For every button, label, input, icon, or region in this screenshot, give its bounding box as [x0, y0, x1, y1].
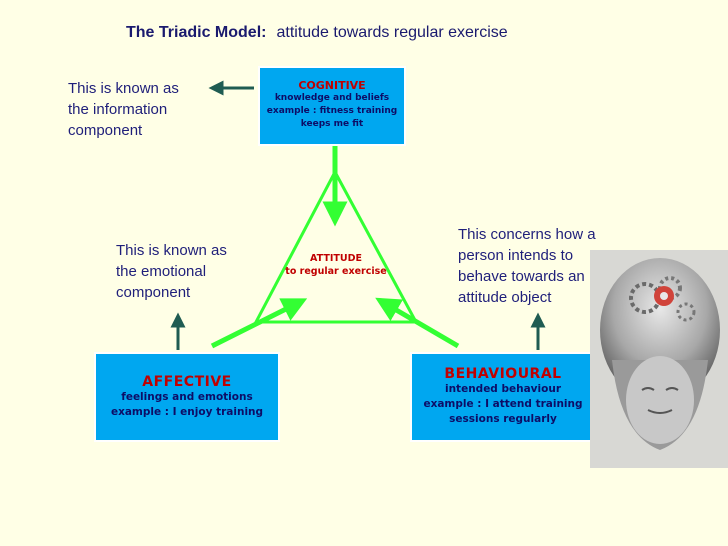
affective-to-attitude-arrow — [210, 298, 308, 349]
title-rest: attitude towards regular exercise — [276, 24, 508, 41]
behavioural-line: intended behaviour — [444, 383, 561, 395]
behaviour-note-line: person intends to — [458, 247, 574, 264]
behavioural-line: example : I attend training — [423, 398, 583, 410]
information-note-line: component — [68, 122, 143, 139]
affective-box: AFFECTIVE feelings and emotions example … — [94, 352, 280, 442]
emotional-note: This is known as the emotional component — [116, 240, 227, 303]
information-note: This is known as the information compone… — [68, 78, 179, 141]
information-note-line: This is known as — [68, 80, 179, 97]
behavioural-heading: BEHAVIOURAL — [444, 366, 562, 382]
cognitive-line: keeps me fit — [300, 119, 364, 129]
title-bold: The Triadic Model: — [126, 24, 267, 41]
behaviour-note-line: behave towards an — [458, 268, 585, 285]
emotional-note-line: the emotional — [116, 263, 207, 280]
attitude-heading: ATTITUDE — [310, 253, 362, 264]
cognitive-line: knowledge and beliefs — [274, 93, 390, 103]
affective-line: example : I enjoy training — [110, 406, 264, 418]
behaviour-note: This concerns how a person intends to be… — [458, 224, 596, 308]
head-with-gears-icon — [590, 250, 728, 468]
emotional-note-line: This is known as — [116, 242, 227, 259]
behavioural-box: BEHAVIOURAL intended behaviour example :… — [410, 352, 596, 442]
cognitive-line: example : fitness training — [266, 106, 398, 116]
attitude-triangle — [253, 168, 419, 324]
cognitive-box: COGNITIVE knowledge and beliefs example … — [258, 66, 406, 146]
cognitive-heading: COGNITIVE — [298, 79, 366, 92]
behaviour-note-line: This concerns how a — [458, 226, 596, 243]
information-note-line: the information — [68, 101, 168, 118]
emotional-note-line: component — [116, 284, 191, 301]
behaviour-note-line: attitude object — [458, 289, 552, 306]
attitude-label: ATTITUDE to regular exercise — [276, 252, 396, 278]
affective-heading: AFFECTIVE — [142, 374, 232, 390]
behavioural-line: sessions regularly — [449, 413, 557, 425]
behavioural-to-attitude-arrow — [375, 297, 460, 349]
attitude-sub: to regular exercise — [285, 266, 387, 277]
page-title: The Triadic Model: attitude towards regul… — [126, 24, 508, 42]
affective-line: feelings and emotions — [121, 391, 253, 403]
